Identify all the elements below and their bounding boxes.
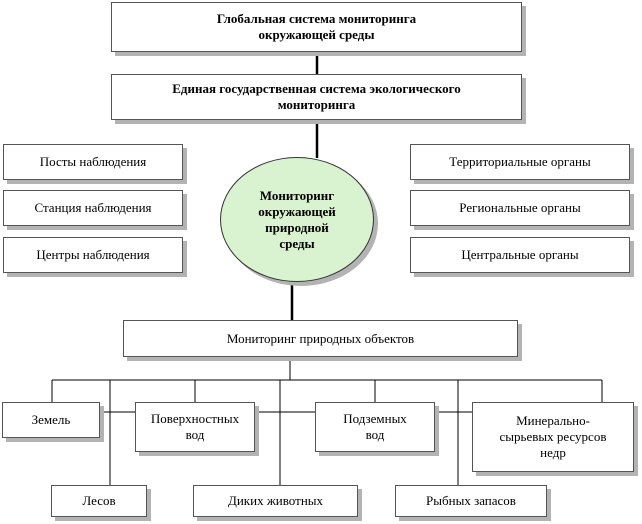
regional-bodies-label: Региональные органы bbox=[459, 200, 581, 215]
territorial-bodies-box: Территориальные органы bbox=[410, 144, 630, 180]
observation-station-box: Станция наблюдения bbox=[3, 190, 183, 226]
wildlife-box: Диких животных bbox=[193, 485, 358, 517]
fish-stocks-box: Рыбных запасов bbox=[395, 485, 547, 517]
wildlife-label: Диких животных bbox=[227, 493, 324, 508]
state-system-label: Единая государственная система экологиче… bbox=[172, 81, 461, 112]
mineral-resources-label: Минерально- сырьевых ресурсов недр bbox=[499, 413, 607, 460]
observation-centers-label: Центры наблюдения bbox=[36, 247, 150, 262]
center-monitoring-label: Мониторинг окружающей природной среды bbox=[258, 187, 336, 251]
natural-objects-box: Мониторинг природных объектов bbox=[123, 320, 518, 357]
global-system-box: Глобальная система мониторинга окружающе… bbox=[111, 2, 522, 52]
observation-centers-box: Центры наблюдения bbox=[3, 237, 183, 273]
territorial-bodies-label: Территориальные органы bbox=[449, 154, 591, 169]
ground-water-label: Подземных вод bbox=[343, 411, 407, 442]
fish-stocks-label: Рыбных запасов bbox=[426, 493, 516, 508]
surface-water-label: Поверхностных вод bbox=[150, 411, 240, 442]
central-bodies-label: Центральные органы bbox=[461, 247, 579, 262]
regional-bodies-box: Региональные органы bbox=[410, 190, 630, 226]
observation-posts-label: Посты наблюдения bbox=[39, 154, 147, 169]
mineral-resources-box: Минерально- сырьевых ресурсов недр bbox=[472, 402, 634, 472]
ground-water-box: Подземных вод bbox=[315, 402, 435, 452]
observation-station-label: Станция наблюдения bbox=[34, 200, 152, 215]
global-system-label: Глобальная система мониторинга окружающе… bbox=[216, 11, 417, 42]
forest-box: Лесов bbox=[51, 485, 147, 517]
central-bodies-box: Центральные органы bbox=[410, 237, 630, 273]
center-monitoring-circle: Мониторинг окружающей природной среды bbox=[220, 157, 374, 282]
land-label: Земель bbox=[31, 412, 71, 427]
state-system-box: Единая государственная система экологиче… bbox=[111, 74, 522, 120]
land-box: Земель bbox=[2, 402, 100, 438]
observation-posts-box: Посты наблюдения bbox=[3, 144, 183, 180]
forest-label: Лесов bbox=[82, 493, 116, 508]
surface-water-box: Поверхностных вод bbox=[135, 402, 255, 452]
natural-objects-label: Мониторинг природных объектов bbox=[226, 330, 415, 346]
